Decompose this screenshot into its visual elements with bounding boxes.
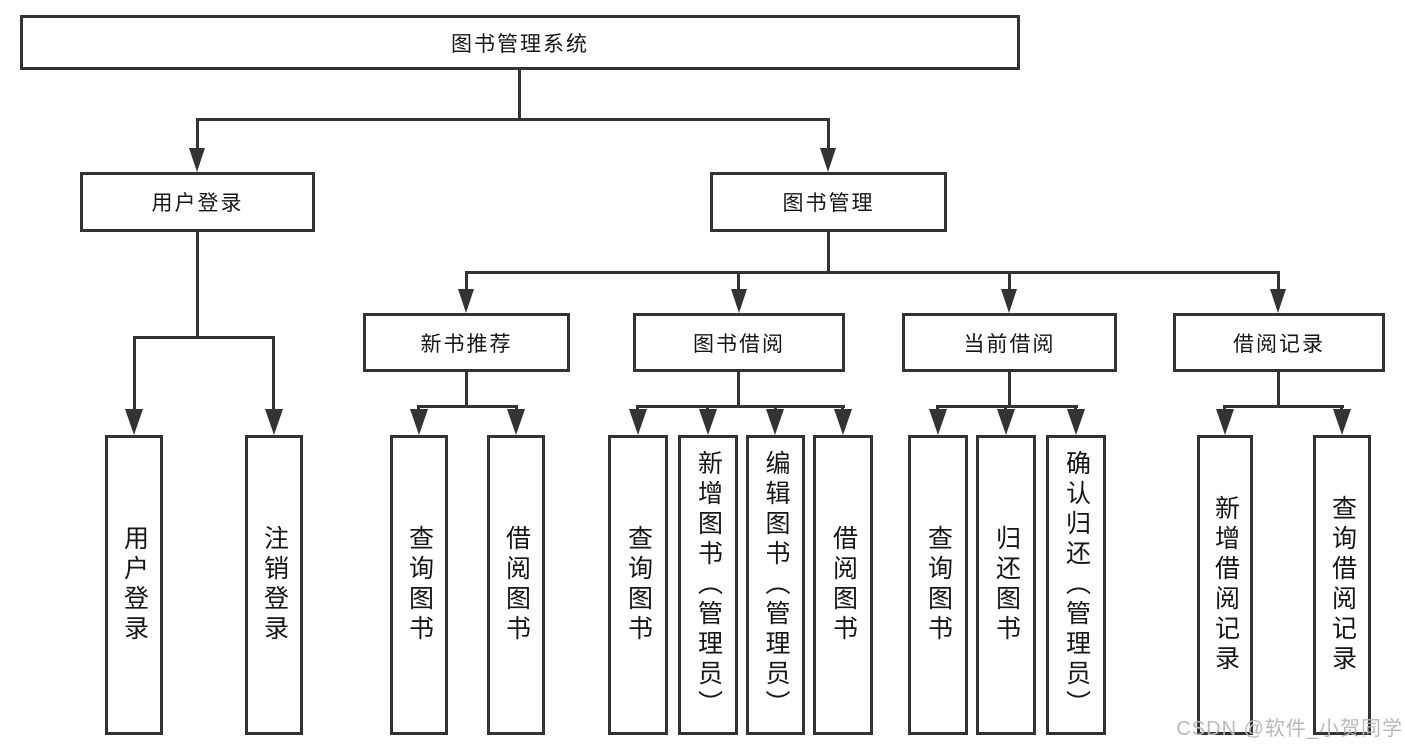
connector-line: [518, 68, 521, 118]
connector-line: [827, 118, 830, 150]
connector-line: [418, 405, 518, 408]
arrow-down-icon: [1270, 289, 1286, 313]
leaf-borrow-borrow-books: 借阅图书: [813, 435, 873, 735]
node-new-book-recommend: 新书推荐: [363, 313, 570, 372]
connector-line: [133, 336, 275, 339]
connector-line: [1277, 271, 1280, 291]
connector-line: [1223, 405, 1344, 408]
arrow-down-icon: [507, 409, 525, 435]
node-borrow-records-label: 借阅记录: [1233, 332, 1325, 356]
leaf-records-add-record: 新增借阅记录: [1197, 435, 1253, 735]
connector-line: [1277, 370, 1280, 407]
leaf-recommend-borrow-books: 借阅图书: [487, 435, 545, 735]
arrow-down-icon: [766, 409, 784, 435]
leaf-current-return-books-label: 归还图书: [992, 525, 1021, 645]
node-user-login: 用户登录: [80, 172, 315, 232]
leaf-borrow-borrow-books-label: 借阅图书: [829, 525, 858, 645]
node-new-book-recommend-label: 新书推荐: [420, 332, 513, 356]
connector-line: [465, 271, 468, 291]
connector-line: [827, 230, 830, 273]
node-root-system: 图书管理系统: [20, 15, 1020, 70]
node-borrow-records: 借阅记录: [1173, 313, 1385, 372]
node-book-borrow-label: 图书借阅: [693, 332, 785, 356]
leaf-recommend-query-books-label: 查询图书: [405, 525, 434, 645]
node-book-management: 图书管理: [710, 172, 947, 232]
connector-line: [737, 370, 740, 407]
node-current-borrow-label: 当前借阅: [963, 332, 1056, 356]
leaf-records-query-record-label: 查询借阅记录: [1328, 495, 1357, 675]
leaf-borrow-edit-books-admin-label: 编辑图书（管理员）: [762, 450, 790, 720]
connector-line: [1008, 271, 1011, 291]
arrow-down-icon: [1067, 409, 1085, 435]
arrow-down-icon: [629, 409, 647, 435]
leaf-borrow-query-books-label: 查询图书: [624, 525, 653, 645]
arrow-down-icon: [997, 409, 1015, 435]
leaf-recommend-borrow-books-label: 借阅图书: [502, 525, 531, 645]
csdn-watermark: CSDN @软件_小贺同学: [1176, 718, 1403, 740]
arrow-down-icon: [731, 289, 747, 313]
node-book-management-label: 图书管理: [782, 192, 875, 215]
leaf-records-query-record: 查询借阅记录: [1313, 435, 1371, 735]
leaf-current-confirm-return-admin: 确认归还（管理员）: [1046, 435, 1106, 735]
arrow-down-icon: [1001, 289, 1017, 313]
arrow-down-icon: [125, 409, 143, 435]
leaf-current-query-books: 查询图书: [908, 435, 968, 735]
leaf-borrow-edit-books-admin: 编辑图书（管理员）: [746, 435, 805, 735]
arrow-down-icon: [834, 409, 852, 435]
leaf-logout: 注销登录: [245, 435, 303, 735]
connector-line: [196, 118, 199, 150]
leaf-user-login-label: 用户登录: [120, 525, 149, 645]
leaf-user-login: 用户登录: [105, 435, 163, 735]
arrow-down-icon: [820, 148, 836, 172]
leaf-current-return-books: 归还图书: [976, 435, 1036, 735]
leaf-borrow-add-books-admin-label: 新增图书（管理员）: [694, 450, 723, 720]
node-current-borrow: 当前借阅: [902, 313, 1117, 372]
connector-line: [737, 271, 740, 291]
leaf-current-query-books-label: 查询图书: [924, 525, 953, 645]
arrow-down-icon: [410, 409, 428, 435]
node-root-label: 图书管理系统: [451, 32, 589, 56]
leaf-logout-label: 注销登录: [260, 525, 289, 645]
connector-line: [465, 271, 1280, 274]
connector-line: [1008, 370, 1011, 407]
node-user-login-label: 用户登录: [151, 192, 244, 215]
arrow-down-icon: [189, 148, 205, 172]
leaf-borrow-query-books: 查询图书: [608, 435, 668, 735]
connector-line: [936, 405, 1078, 408]
arrow-down-icon: [929, 409, 947, 435]
connector-line: [196, 118, 830, 121]
connector-line: [272, 336, 275, 411]
arrow-down-icon: [1216, 409, 1234, 435]
connector-line: [465, 370, 468, 407]
connector-line: [133, 336, 136, 411]
leaf-borrow-add-books-admin: 新增图书（管理员）: [678, 435, 738, 735]
arrow-down-icon: [699, 409, 717, 435]
arrow-down-icon: [458, 289, 474, 313]
leaf-current-confirm-return-admin-label: 确认归还（管理员）: [1062, 450, 1091, 720]
leaf-recommend-query-books: 查询图书: [390, 435, 448, 735]
connector-line: [636, 405, 845, 408]
leaf-records-add-record-label: 新增借阅记录: [1211, 495, 1240, 675]
node-book-borrow: 图书借阅: [633, 313, 845, 372]
arrow-down-icon: [1333, 409, 1351, 435]
connector-line: [196, 230, 199, 336]
arrow-down-icon: [265, 409, 283, 435]
